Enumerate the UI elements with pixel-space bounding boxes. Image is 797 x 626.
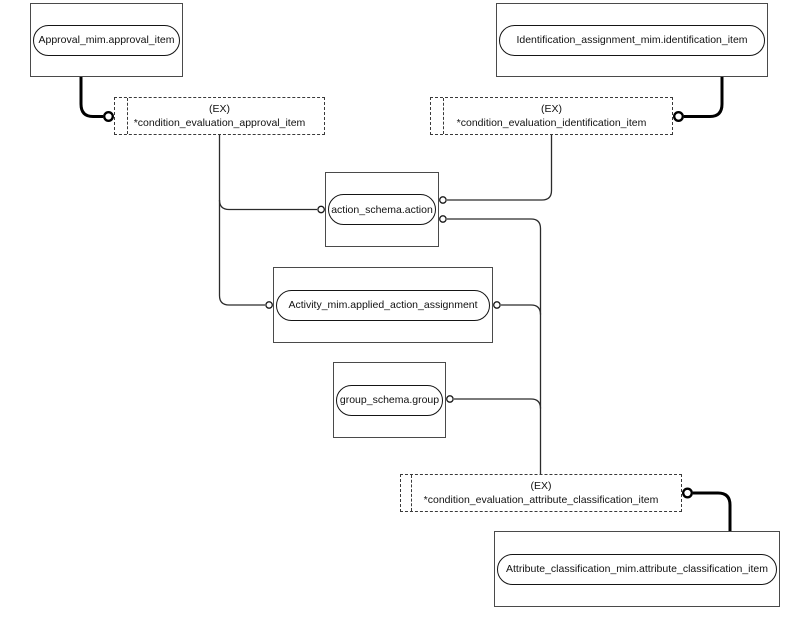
entity-attribute-classification-stadium: Attribute_classification_mim.attribute_c… <box>497 553 777 585</box>
entity-activity-label: Activity_mim.applied_action_assignment <box>288 299 478 311</box>
select-condition-evaluation-identification-item-text: (EX) *condition_evaluation_identificatio… <box>431 98 672 134</box>
activity-to-attribute-condition-line <box>501 304 542 315</box>
select-divider-line <box>127 98 128 134</box>
entity-identification-label: Identification_assignment_mim.identifica… <box>516 34 748 46</box>
entity-approval-stadium: Approval_mim.approval_item <box>33 24 180 56</box>
select-attribute-classification-tag: (EX) <box>530 480 552 492</box>
activity-right-circle-icon <box>493 301 501 309</box>
entity-identification-stadium: Identification_assignment_mim.identifica… <box>499 24 765 56</box>
entity-group-stadium: group_schema.group <box>336 384 443 416</box>
entity-approval-label: Approval_mim.approval_item <box>38 34 175 46</box>
select-identification-tag: (EX) <box>541 103 562 115</box>
entity-attribute-classification-box: Attribute_classification_mim.attribute_c… <box>494 531 780 607</box>
select-divider-line <box>443 98 444 134</box>
identification-condition-circle-icon <box>673 110 685 122</box>
approval-condition-circle-icon <box>102 110 114 122</box>
action-right-top-circle-icon <box>439 196 447 204</box>
select-attribute-classification-label: *condition_evaluation_attribute_classifi… <box>423 494 659 506</box>
attribute-condition-to-entity-line <box>693 491 732 531</box>
approval-to-condition-line <box>79 77 103 118</box>
group-right-circle-icon <box>446 395 454 403</box>
select-approval-label: *condition_evaluation_approval_item <box>133 117 306 129</box>
select-condition-evaluation-approval-item-box: (EX) *condition_evaluation_approval_item <box>114 97 325 135</box>
select-divider-line <box>411 475 412 511</box>
select-condition-evaluation-approval-item-text: (EX) *condition_evaluation_approval_item <box>115 98 324 134</box>
action-to-attribute-condition-line <box>447 218 542 474</box>
entity-approval-box: Approval_mim.approval_item <box>30 3 183 77</box>
entity-group-box: group_schema.group <box>333 362 446 438</box>
select-condition-evaluation-attribute-classification-item-text: (EX) *condition_evaluation_attribute_cla… <box>401 475 681 511</box>
entity-action-stadium: action_schema.action <box>328 194 436 225</box>
entity-activity-stadium: Activity_mim.applied_action_assignment <box>276 289 490 321</box>
entity-group-label: group_schema.group <box>339 394 440 406</box>
approval-condition-to-activity-line <box>218 135 265 306</box>
group-to-attribute-condition-line <box>454 398 542 409</box>
select-identification-label: *condition_evaluation_identification_ite… <box>456 117 647 129</box>
action-left-circle-icon <box>317 205 325 214</box>
action-right-bottom-circle-icon <box>439 215 447 223</box>
select-condition-evaluation-identification-item-box: (EX) *condition_evaluation_identificatio… <box>430 97 673 135</box>
entity-activity-box: Activity_mim.applied_action_assignment <box>273 267 493 343</box>
select-condition-evaluation-attribute-classification-item-box: (EX) *condition_evaluation_attribute_cla… <box>400 474 682 512</box>
attribute-condition-circle-icon <box>682 487 694 499</box>
entity-action-label: action_schema.action <box>331 203 433 216</box>
entity-identification-box: Identification_assignment_mim.identifica… <box>496 3 768 77</box>
entity-action-box: action_schema.action <box>325 172 439 247</box>
select-approval-tag: (EX) <box>209 103 230 115</box>
identification-to-condition-line <box>684 77 724 118</box>
approval-condition-to-action-line <box>218 199 317 211</box>
identification-condition-to-action-line <box>447 135 553 201</box>
activity-left-circle-icon <box>265 301 273 309</box>
entity-attribute-classification-label: Attribute_classification_mim.attribute_c… <box>505 563 769 575</box>
